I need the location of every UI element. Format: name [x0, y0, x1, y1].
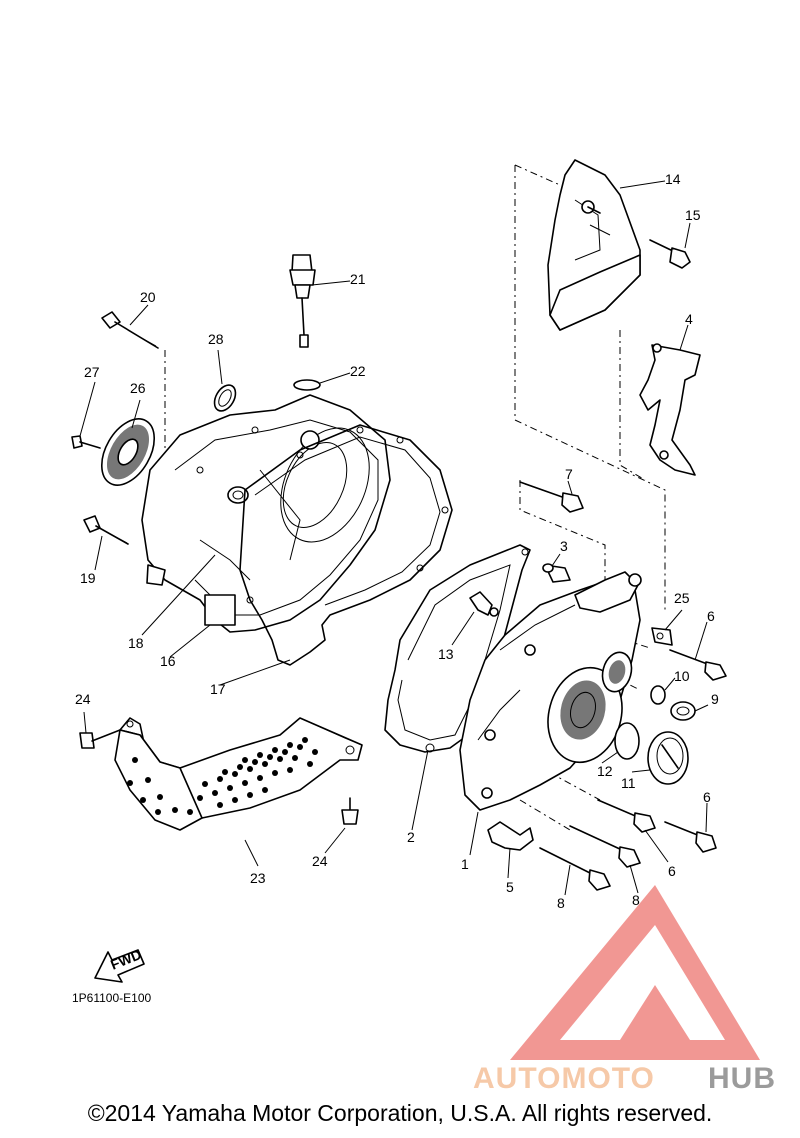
label-7: 7	[565, 466, 573, 482]
label-8a: 8	[557, 895, 565, 911]
label-26: 26	[130, 380, 146, 396]
part-8-bolt-b	[539, 847, 611, 891]
part-5-clamp	[487, 821, 534, 851]
part-17-gasket	[239, 424, 453, 666]
part-7-bolt	[519, 481, 584, 513]
automotohub-logo: AUTOMOTO HUB	[473, 885, 776, 1095]
part-6-bolt-c	[664, 821, 717, 853]
part-20-bolt	[101, 311, 159, 349]
label-24a: 24	[75, 691, 91, 707]
label-9: 9	[711, 691, 719, 707]
label-21: 21	[350, 271, 366, 287]
label-27: 27	[84, 364, 100, 380]
part-12-o-ring	[614, 722, 640, 760]
label-17: 17	[210, 681, 226, 697]
label-1: 1	[461, 856, 469, 872]
label-6c: 6	[668, 863, 676, 879]
label-25: 25	[674, 590, 690, 606]
fwd-arrow-icon: FWD	[94, 946, 145, 983]
part-4-guide-plate	[639, 343, 701, 476]
label-12: 12	[597, 763, 613, 779]
part-6-bolt-a	[669, 649, 727, 681]
label-2: 2	[407, 829, 415, 845]
label-13: 13	[438, 646, 454, 662]
part-3-dowel-pin	[542, 563, 571, 583]
part-26-filter-rotor	[100, 418, 156, 486]
watermark-text-a: AUTOMOTO	[473, 1062, 655, 1095]
label-5: 5	[506, 879, 514, 895]
part-23-skid-plate	[114, 717, 363, 831]
label-18: 18	[128, 635, 144, 651]
part-11-cap	[647, 731, 689, 785]
label-6b: 6	[703, 789, 711, 805]
label-28: 28	[208, 331, 224, 347]
part-10-o-ring	[650, 685, 666, 705]
label-10: 10	[674, 668, 690, 684]
part-22-o-ring	[293, 379, 321, 391]
part-24-screw-a	[79, 729, 121, 749]
part-24-screw-b	[341, 797, 359, 825]
label-14: 14	[665, 171, 681, 187]
part-number-labels: 1 2 3 4 5 6 6 6 7 8 8 9 10 11 12 13 14 1…	[75, 171, 719, 911]
label-15: 15	[685, 207, 701, 223]
part-6-bolt-b	[597, 799, 656, 833]
label-23: 23	[250, 870, 266, 886]
label-8b: 8	[632, 892, 640, 908]
part-16-crankcase-cover	[141, 394, 391, 633]
label-3: 3	[560, 538, 568, 554]
skid-plate-holes	[127, 737, 318, 815]
label-4: 4	[685, 311, 693, 327]
part-13-bracket	[469, 591, 499, 617]
part-8-bolt-a	[569, 825, 641, 868]
figure-code: 1P61100-E100	[72, 991, 152, 1005]
label-6a: 6	[707, 608, 715, 624]
copyright-notice: ©2014 Yamaha Motor Corporation, U.S.A. A…	[87, 1100, 713, 1126]
label-20: 20	[140, 289, 156, 305]
logo-triangle-icon	[510, 885, 760, 1060]
label-16: 16	[160, 653, 176, 669]
part-25-clip	[651, 627, 673, 646]
part-19-bolt	[83, 515, 129, 545]
label-24b: 24	[312, 853, 328, 869]
part-21-dipstick	[289, 254, 316, 348]
part-28-seal	[213, 384, 237, 412]
part-27-screw	[71, 435, 101, 449]
part-9-plug	[670, 701, 696, 721]
leader-lines	[79, 180, 709, 896]
part-1-crankcase-cover	[459, 571, 642, 811]
label-19: 19	[80, 570, 96, 586]
label-22: 22	[350, 363, 366, 379]
label-11: 11	[621, 775, 636, 791]
watermark-text-b: HUB	[708, 1062, 776, 1095]
part-14-sprocket-cover	[547, 159, 641, 331]
part-15-bolt	[649, 239, 691, 269]
